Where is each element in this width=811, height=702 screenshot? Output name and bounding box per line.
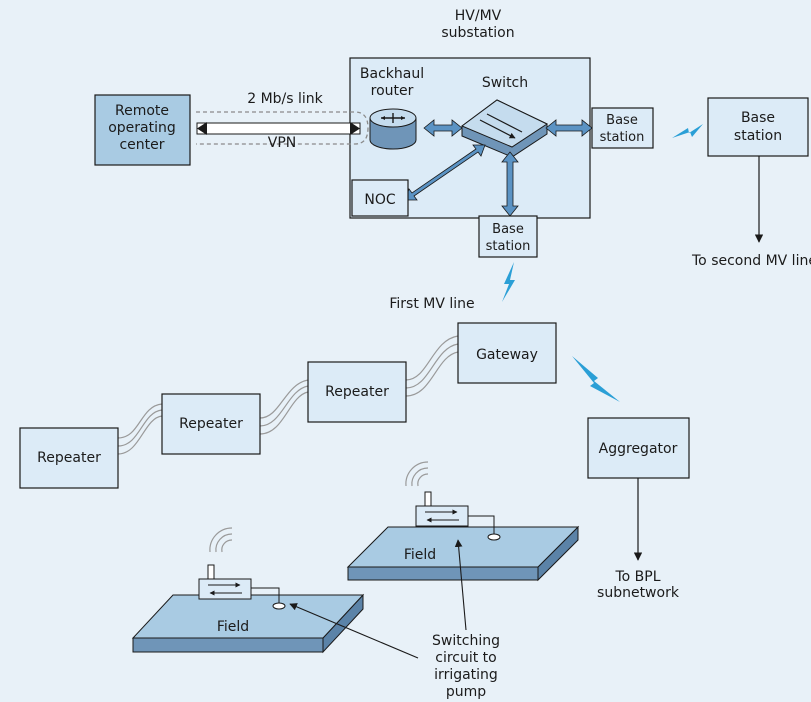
remote-center-line1: Remote <box>115 103 169 119</box>
aggregator-box <box>587 417 690 479</box>
vpn-label: VPN <box>268 135 297 151</box>
bpl-line2: subnetwork <box>597 585 680 601</box>
base-station-bottom-box <box>478 215 538 258</box>
switch-label: Switch <box>482 75 528 91</box>
repeater-box-2 <box>161 393 261 455</box>
substation-title-line2: substation <box>441 25 514 41</box>
base-station-inner-line2: station <box>600 130 645 145</box>
base-station-inner-box <box>591 107 654 149</box>
router-icon <box>369 108 417 150</box>
field-device-2 <box>415 491 501 541</box>
wireless-link-bolt-right <box>672 124 703 138</box>
gateway-box <box>457 322 557 384</box>
backhaul-router-line2: router <box>371 83 414 99</box>
mv-power-lines <box>117 335 459 455</box>
aggregator-label: Aggregator <box>599 441 678 457</box>
router-switch-link <box>423 119 463 137</box>
switching-circuit-line1: Switching <box>432 633 500 649</box>
backhaul-router-line1: Backhaul <box>360 66 424 82</box>
wireless-link-bolt-gateway <box>502 262 515 302</box>
base-station-far-line1: Base <box>741 110 775 126</box>
field-label-1: Field <box>217 619 249 635</box>
wireless-link-bolt-aggregator <box>572 356 620 402</box>
base-station-inner-line1: Base <box>606 113 638 128</box>
base-station-far-box <box>707 97 809 157</box>
wifi-signal-icon-1 <box>209 527 233 553</box>
repeater-box-1 <box>19 427 119 489</box>
callout-arrow-switch-2 <box>454 539 467 631</box>
base-station-bottom-line1: Base <box>492 222 524 237</box>
switching-circuit-line2: circuit to <box>435 650 497 666</box>
first-mv-label: First MV line <box>389 296 474 312</box>
noc-label: NOC <box>364 192 395 208</box>
field-device-1 <box>198 564 286 610</box>
callout-arrow-switch-1 <box>289 603 419 659</box>
switch-icon <box>460 99 549 158</box>
wifi-signal-icon-2 <box>405 461 429 487</box>
vpn-tunnel <box>196 111 369 145</box>
repeater-label-2: Repeater <box>179 416 243 432</box>
repeater-label-1: Repeater <box>37 450 101 466</box>
field-plate-1 <box>131 593 365 654</box>
base-station-bottom-line2: station <box>486 239 531 254</box>
remote-center-line2: operating <box>108 120 176 136</box>
repeater-box-3 <box>307 361 407 423</box>
substation-title-line1: HV/MV <box>455 8 502 24</box>
bpl-line1: To BPL <box>614 569 660 585</box>
field-label-2: Field <box>404 547 436 563</box>
switch-noc-link <box>404 144 486 201</box>
second-mv-label: To second MV line <box>691 253 811 269</box>
remote-operating-center-box <box>94 94 191 166</box>
field-plate-2 <box>346 525 580 582</box>
gateway-label: Gateway <box>476 347 538 363</box>
base-station-far-line2: station <box>734 128 782 144</box>
switching-circuit-line3: irrigating <box>434 667 498 683</box>
repeater-label-3: Repeater <box>325 384 389 400</box>
remote-center-line3: center <box>119 137 164 153</box>
noc-box <box>351 179 409 217</box>
link-rate-label: 2 Mb/s link <box>247 91 323 107</box>
switching-circuit-line4: pump <box>446 684 486 700</box>
